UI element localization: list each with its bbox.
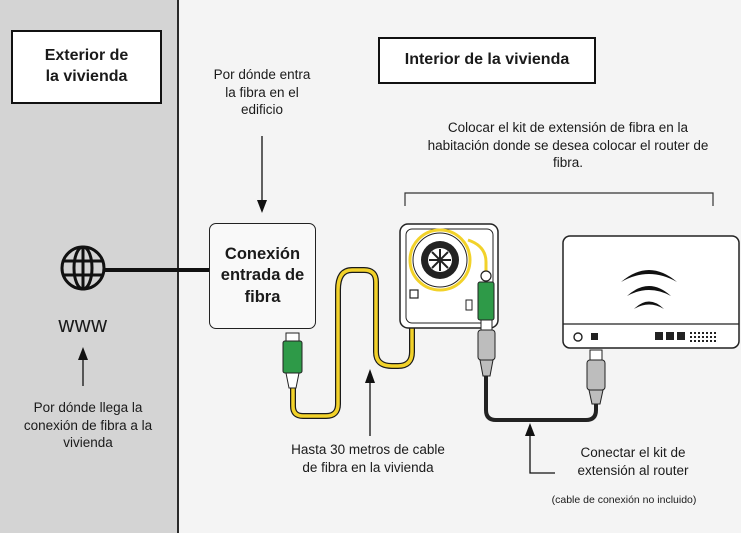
exterior-title-text: Exterior de la vivienda xyxy=(44,47,129,85)
arrival-note: Por dónde llega la conexión de fibra a l… xyxy=(23,400,153,451)
kit-note: Colocar el kit de extensión de fibra en … xyxy=(427,120,709,171)
router-connector-kit xyxy=(477,319,496,377)
wall-divider xyxy=(177,0,179,533)
fiber-entry-box-label: Conexión entrada de fibra xyxy=(220,244,305,306)
router-cable xyxy=(484,376,598,422)
entry-arrow xyxy=(257,136,267,213)
fiber-reel-icon xyxy=(399,223,499,329)
fiber-entry-box: Conexión entrada de fibra xyxy=(209,223,316,329)
cable-not-included-note: (cable de conexión no incluido) xyxy=(551,494,697,506)
wifi-icon xyxy=(621,270,677,309)
kit-bracket xyxy=(404,192,714,206)
exterior-title: Exterior de la vivienda xyxy=(11,30,162,104)
fiber-cable xyxy=(290,267,415,419)
fiber-connector-left xyxy=(282,332,303,389)
router-note: Conectar el kit de extensión al router xyxy=(577,445,689,478)
router-cable-arrow xyxy=(525,423,555,474)
cable-arrow xyxy=(365,369,375,436)
cable-note: Hasta 30 metros de cable de fibra en la … xyxy=(291,442,445,475)
router-connector xyxy=(586,349,606,405)
interior-title-text: Interior de la vivienda xyxy=(404,51,570,69)
interior-title: Interior de la vivienda xyxy=(378,37,596,84)
fiber-entry-note: Por dónde entra la fibra en el edificio xyxy=(213,67,311,118)
globe-icon xyxy=(60,245,106,291)
arrival-arrow xyxy=(78,347,88,386)
www-label: www xyxy=(58,312,108,337)
router-icon xyxy=(562,235,740,349)
